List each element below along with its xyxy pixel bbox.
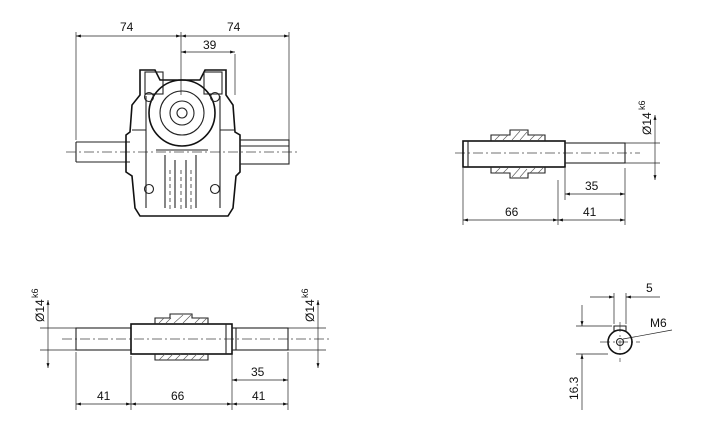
dim-bottom-right-dia: Ø14 [303,299,317,322]
dim-side-dia: Ø14 [640,112,654,135]
dim-front-offset: 39 [203,38,217,52]
dim-bottom-left-tol: k6 [30,288,40,298]
dim-front-right: 74 [227,20,241,34]
dim-front-left: 74 [120,20,134,34]
dim-side-shaft: 41 [583,205,597,219]
dim-bottom-inner: 35 [251,365,265,379]
dim-bottom-right-len: 41 [252,389,266,403]
dim-side-inner: 35 [585,179,599,193]
dim-bottom-left-len: 41 [97,389,111,403]
dim-detail-height: 16.3 [567,376,581,400]
dim-bottom-right-tol: k6 [300,288,310,298]
dim-bottom-mid-len: 66 [171,389,185,403]
dim-bottom-left-dia: Ø14 [33,299,47,322]
dim-side-dia-tol: k6 [637,100,647,110]
dim-detail-width: 5 [646,281,653,295]
dim-side-body: 66 [505,205,519,219]
dim-detail-thread: M6 [650,316,667,330]
front-view: 74 74 39 [66,20,300,217]
bottom-shaft-view: Ø14 k6 Ø14 k6 35 41 66 41 [30,288,330,410]
side-shaft-view: Ø14 k6 35 66 41 [455,100,660,225]
shaft-end-detail: 5 M6 16.3 [567,281,673,410]
